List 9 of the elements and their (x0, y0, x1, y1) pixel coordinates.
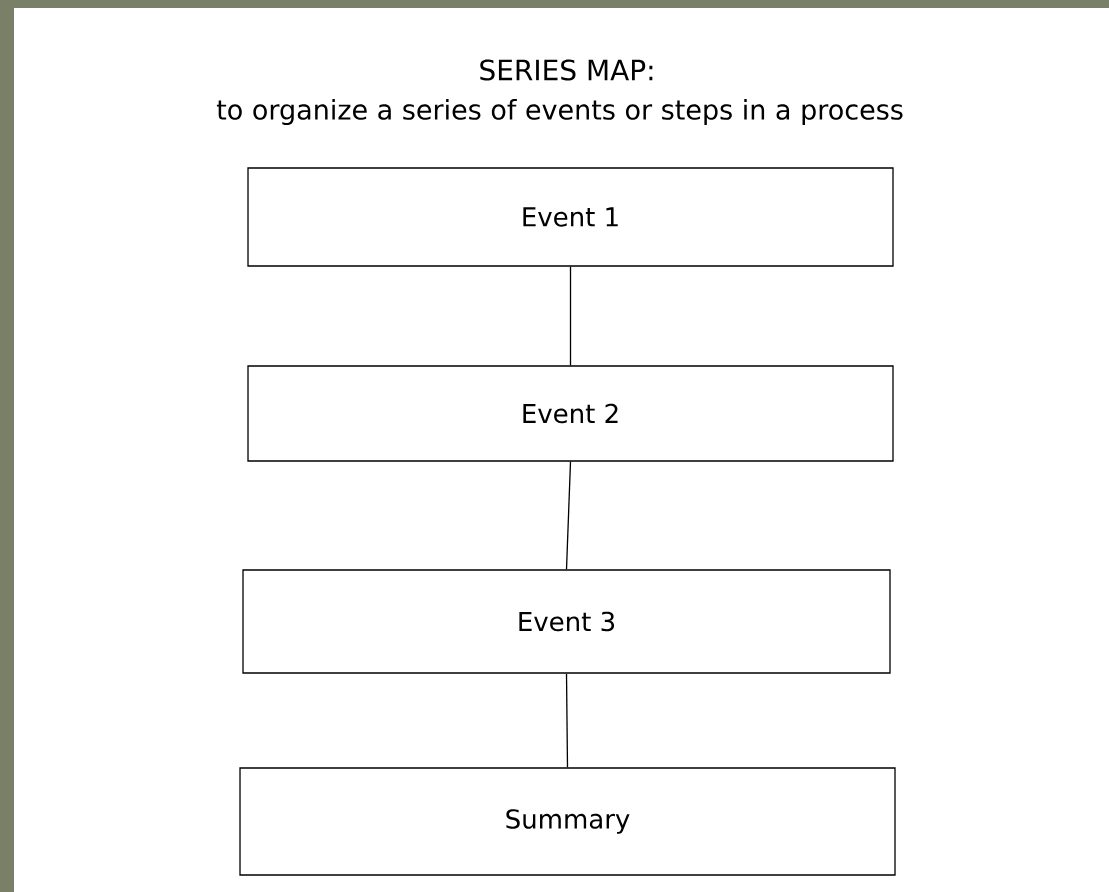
connector-line (565, 461, 572, 570)
title: SERIES MAP: (480, 59, 653, 81)
event-box: Event 1 (247, 167, 894, 267)
event-box: Summary (239, 767, 896, 876)
event-box: Event 3 (242, 569, 891, 674)
subtitle: to organize a series of events or steps in a process (216, 98, 903, 126)
connector-line (565, 673, 569, 768)
connector-line (569, 266, 572, 366)
event-box: Event 2 (247, 365, 894, 462)
